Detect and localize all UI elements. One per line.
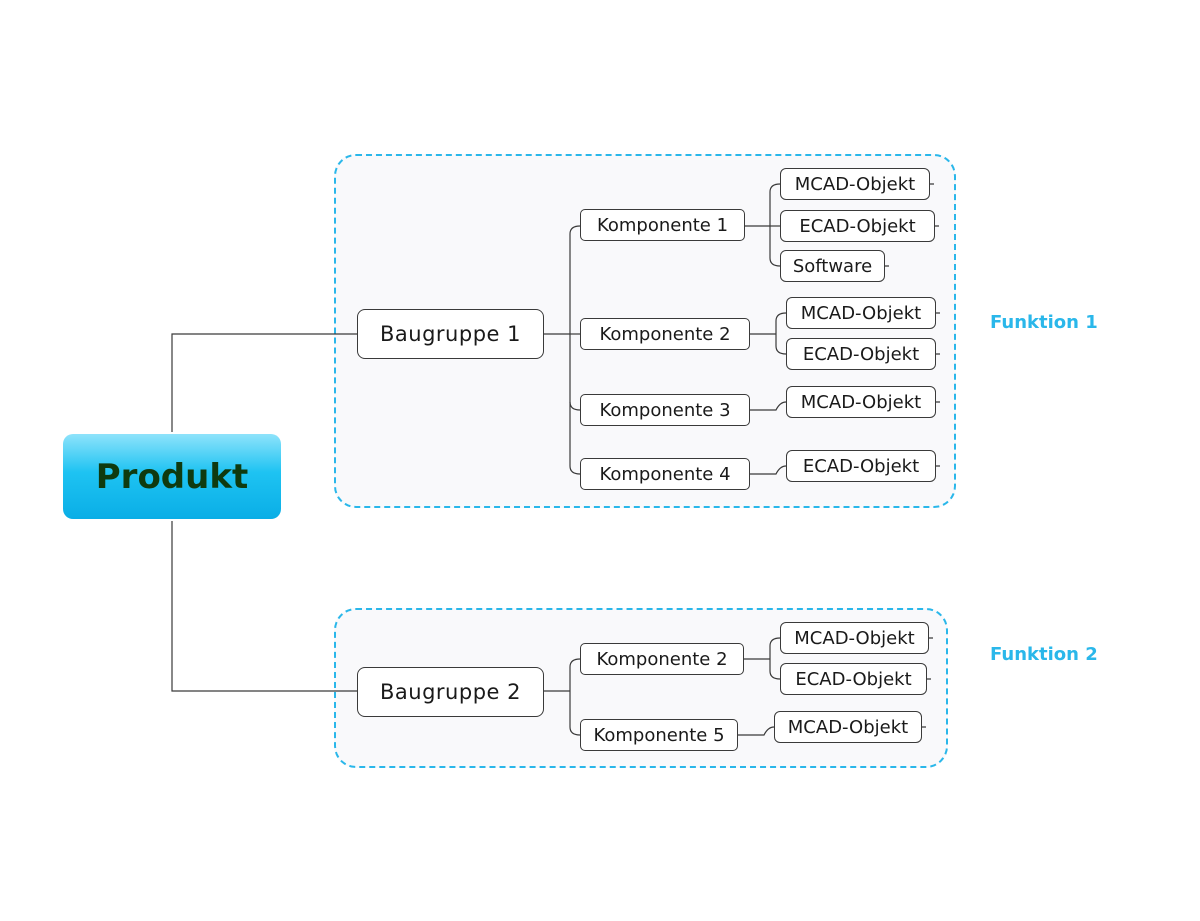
component-node-komponente-3[interactable]: Komponente 3: [580, 394, 750, 426]
object-label: MCAD-Objekt: [787, 716, 909, 738]
assembly-label: Baugruppe 2: [380, 680, 521, 704]
assembly-node-baugruppe-2[interactable]: Baugruppe 2: [357, 667, 544, 717]
assembly-label: Baugruppe 1: [380, 322, 521, 346]
component-label: Komponente 5: [593, 724, 725, 746]
object-label: MCAD-Objekt: [794, 173, 916, 195]
object-node-ecad[interactable]: ECAD-Objekt: [786, 450, 936, 482]
component-node-komponente-5[interactable]: Komponente 5: [580, 719, 738, 751]
function-label-1: Funktion 1: [990, 312, 1098, 333]
connector-bg2-k5: [569, 726, 581, 736]
object-label: ECAD-Objekt: [802, 343, 920, 365]
object-node-mcad[interactable]: MCAD-Objekt: [786, 386, 936, 418]
object-node-software[interactable]: Software: [780, 250, 885, 282]
connector-bg2-k2-l2: [769, 670, 781, 680]
function-label-2: Funktion 2: [990, 644, 1098, 665]
root-node-produkt[interactable]: Produkt: [63, 434, 281, 519]
leaf-stubs: [885, 183, 940, 728]
connector-k5-l1: [738, 726, 775, 736]
object-label: ECAD-Objekt: [799, 215, 916, 237]
object-node-mcad[interactable]: MCAD-Objekt: [786, 297, 936, 329]
connector-bg1-k3: [569, 401, 581, 411]
object-node-mcad[interactable]: MCAD-Objekt: [780, 622, 929, 654]
connector-root-bg2: [171, 521, 357, 692]
connector-k2-l2: [775, 345, 787, 355]
object-node-ecad[interactable]: ECAD-Objekt: [780, 210, 935, 242]
connector-k2-l1: [775, 312, 787, 322]
object-node-mcad[interactable]: MCAD-Objekt: [780, 168, 930, 200]
root-label: Produkt: [95, 456, 249, 497]
connector-root-bg1: [171, 333, 357, 432]
connector-k4-l1: [750, 465, 787, 475]
component-label: Komponente 1: [596, 214, 729, 236]
connector-k1-l3: [769, 257, 781, 267]
connector-bg1-k1: [569, 225, 581, 235]
connector-bg2-k2-l1: [769, 637, 781, 647]
object-label: ECAD-Objekt: [802, 455, 920, 477]
connector-bg1-k4: [569, 465, 581, 475]
connector-k1-l1: [769, 183, 781, 193]
component-node-komponente-2[interactable]: Komponente 2: [580, 643, 744, 675]
object-label: ECAD-Objekt: [795, 668, 912, 690]
component-node-komponente-2[interactable]: Komponente 2: [580, 318, 750, 350]
component-label: Komponente 2: [596, 648, 728, 670]
object-node-ecad[interactable]: ECAD-Objekt: [786, 338, 936, 370]
assembly-node-baugruppe-1[interactable]: Baugruppe 1: [357, 309, 544, 359]
object-label: MCAD-Objekt: [794, 627, 915, 649]
object-label: Software: [792, 255, 873, 277]
connector-k3-l1: [750, 401, 787, 411]
component-label: Komponente 4: [599, 463, 731, 485]
object-node-mcad[interactable]: MCAD-Objekt: [774, 711, 922, 743]
object-label: MCAD-Objekt: [800, 302, 922, 324]
component-node-komponente-4[interactable]: Komponente 4: [580, 458, 750, 490]
component-label: Komponente 2: [599, 323, 731, 345]
object-label: MCAD-Objekt: [800, 391, 922, 413]
component-node-komponente-1[interactable]: Komponente 1: [580, 209, 745, 241]
component-label: Komponente 3: [599, 399, 731, 421]
object-node-ecad[interactable]: ECAD-Objekt: [780, 663, 927, 695]
connector-bg2-k2: [569, 658, 581, 668]
